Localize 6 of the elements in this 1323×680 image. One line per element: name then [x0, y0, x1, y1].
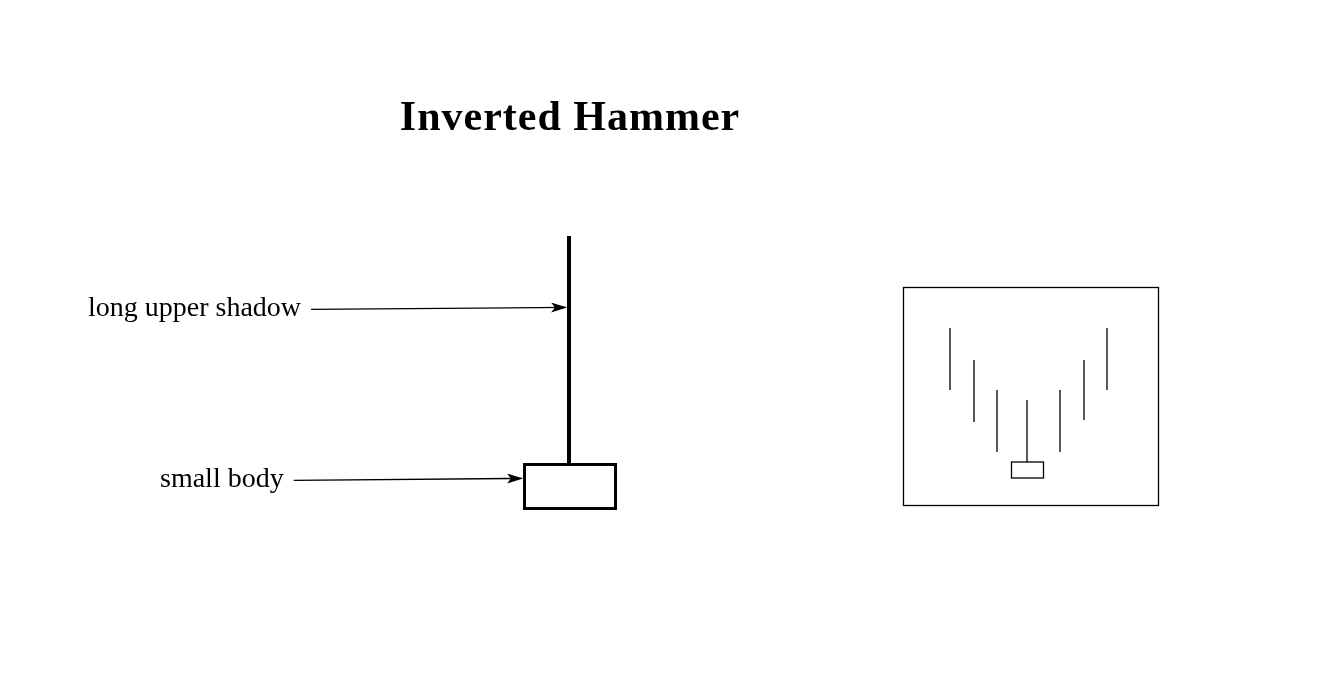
leader-arrow	[310, 302, 567, 313]
callout-label: small body	[160, 463, 284, 494]
candle-body	[523, 463, 617, 510]
diagram-title: Inverted Hammer	[398, 92, 742, 140]
leader-arrow	[293, 473, 523, 484]
callout-label: long upper shadow	[88, 292, 302, 323]
